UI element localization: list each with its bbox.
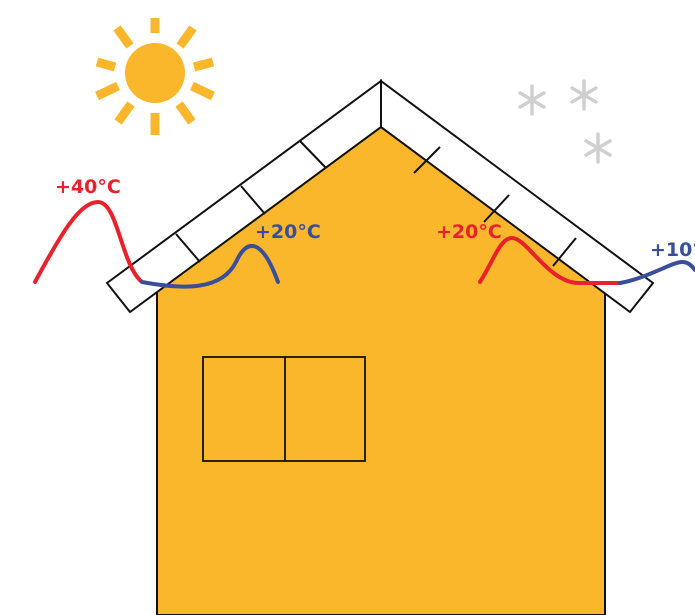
snowflake-icon — [520, 81, 610, 162]
inside-winter-temp-label: +20°C — [436, 221, 502, 243]
inside-summer-temp-label: +20°C — [255, 221, 321, 243]
outside-summer-temp-label: +40°C — [55, 176, 121, 198]
sun-icon — [97, 18, 213, 135]
outside-winter-temp-label: +10°C — [650, 239, 695, 261]
